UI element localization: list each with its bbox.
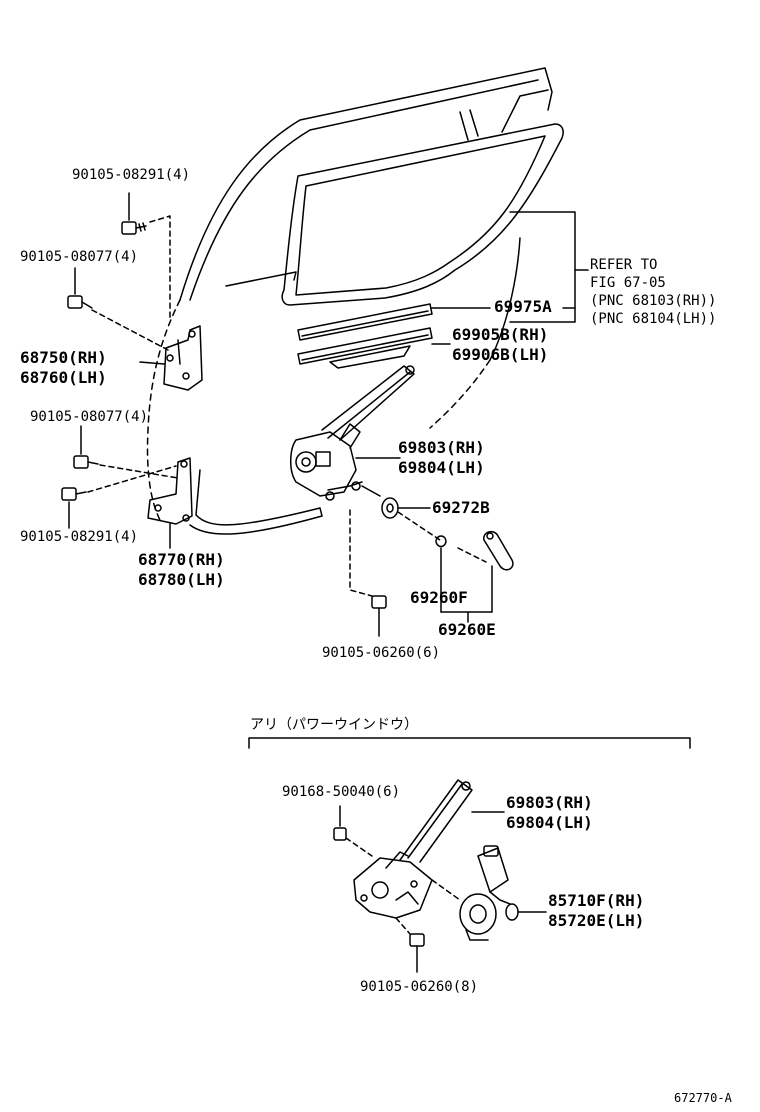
window-motor-icon	[431, 845, 547, 941]
bolt-lower-hinge-icon	[73, 425, 179, 479]
door-glass	[281, 123, 564, 429]
label-bolt-lower: 90105-08291(4)	[20, 529, 139, 545]
label-hinge-lower-lh: 68780(LH)	[138, 570, 225, 589]
refer-bracket	[509, 211, 589, 323]
label-handle: 69260E	[438, 620, 496, 639]
label-refer-4: (PNC 68104(LH))	[590, 311, 717, 327]
label-bolt-upper-hinge: 90105-08077(4)	[20, 249, 139, 265]
bolt-lower-icon	[61, 465, 177, 529]
pw-bolt-top-icon	[333, 805, 373, 857]
label-seal-lh: 69906B(LH)	[452, 345, 549, 364]
washer-icon	[381, 497, 431, 519]
window-handle-icon	[457, 530, 514, 623]
label-seal-rh: 69905B(RH)	[452, 325, 549, 344]
label-washer: 69272B	[432, 498, 490, 517]
label-bolt-lower-hinge: 90105-08077(4)	[30, 409, 149, 425]
label-hinge-upper-lh: 68760(LH)	[20, 368, 107, 387]
label-clip: 69260F	[410, 588, 468, 607]
power-window-bracket	[248, 737, 691, 749]
power-regulator-icon	[353, 779, 505, 919]
label-power-window-caption: アリ（パワーウインドウ）	[250, 717, 418, 733]
figure-id: 672770-A	[674, 1091, 732, 1105]
door-sill	[189, 469, 323, 535]
label-hinge-upper-rh: 68750(RH)	[20, 348, 107, 367]
label-regulator-lh: 69804(LH)	[398, 458, 485, 477]
window-regulator-icon	[290, 365, 415, 501]
label-refer-1: REFER TO	[590, 257, 658, 273]
pw-bolt-bottom-icon	[395, 917, 425, 973]
upper-hinge-icon	[139, 325, 203, 391]
bolt-top-icon	[121, 192, 171, 321]
label-channel: 69975A	[494, 297, 552, 316]
bolt-upper-hinge-icon	[67, 267, 169, 351]
label-pw-bolt-bottom: 90105-06260(8)	[360, 979, 479, 995]
weather-strip	[297, 327, 451, 369]
label-pw-bolt-top: 90168-50040(6)	[282, 784, 401, 800]
label-bolt-top: 90105-08291(4)	[72, 167, 191, 183]
clip-icon	[397, 511, 493, 613]
lower-hinge-icon	[147, 457, 193, 549]
label-pw-regulator-rh: 69803(RH)	[506, 793, 593, 812]
door-outline	[146, 299, 181, 521]
label-pw-regulator-lh: 69804(LH)	[506, 813, 593, 832]
label-hinge-lower-rh: 68770(RH)	[138, 550, 225, 569]
label-motor-lh: 85720E(LH)	[548, 911, 645, 930]
label-bolt-regulator: 90105-06260(6)	[322, 645, 441, 661]
bolt-regulator-icon	[349, 509, 387, 637]
label-refer-3: (PNC 68103(RH))	[590, 293, 717, 309]
label-refer-2: FIG 67-05	[590, 275, 666, 291]
label-motor-rh: 85710F(RH)	[548, 891, 645, 910]
glass-channel	[297, 303, 491, 341]
door-glass-frame	[179, 67, 553, 301]
label-regulator-rh: 69803(RH)	[398, 438, 485, 457]
